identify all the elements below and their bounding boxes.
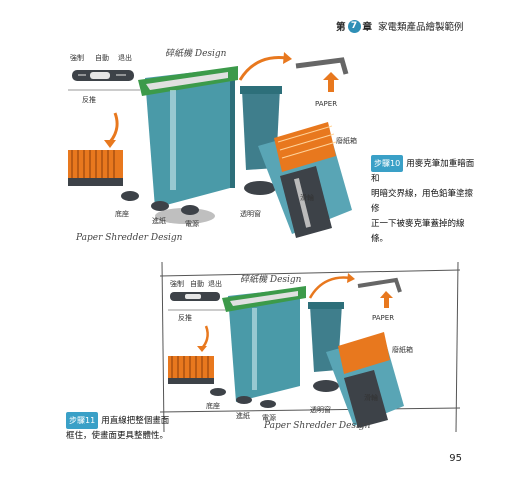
chapter-header: 第 7 章 家電類產品繪製範例: [336, 19, 464, 33]
sk2-label-window: 透明窗: [310, 405, 331, 414]
sk1-label-open: 強制: [70, 53, 84, 62]
chapter-number: 7: [347, 19, 361, 33]
sk2-header-script: 碎紙機 Design: [240, 274, 302, 285]
sk1-label-rev: 退出: [118, 53, 132, 62]
sketch-1: 強制 自動 退出 反推 碎紙機 Design 底座 進紙 電源 透明窗 PAPE…: [60, 38, 460, 248]
sk1-label-wheel: 滑輪: [300, 193, 314, 202]
sk2-label-base2: 進紙: [236, 411, 250, 420]
step10-badge: 步驟10: [371, 155, 404, 172]
sk1-title: Paper Shredder Design: [75, 233, 183, 243]
sk1-shredder-body: [145, 68, 230, 208]
chapter-prefix: 第: [336, 22, 346, 33]
sk2-base-button-2: [236, 396, 252, 404]
sk2-cutter-blades: [168, 356, 214, 378]
sk2-base-button-1: [210, 388, 226, 396]
sk2-shredder-body: [228, 288, 300, 402]
sk1-label-paper: PAPER: [315, 100, 337, 108]
chapter-suffix: 章: [362, 22, 373, 33]
step11-badge: 步驟11: [66, 412, 99, 429]
page-number: 95: [449, 453, 462, 464]
sk2-label-open: 強制: [170, 279, 184, 288]
sk2-label-base3: 電源: [262, 413, 276, 422]
sk2-base-button-3: [260, 400, 276, 408]
sk1-label-base1: 底座: [115, 209, 129, 218]
step10-line3: 正一下被麥克筆蓋掉的線條。: [371, 219, 465, 244]
sk1-base-button-1: [121, 191, 139, 201]
sk1-base-button-2: [151, 201, 169, 211]
sk1-label-side: 反推: [82, 95, 96, 104]
shredder-sketch-1-drawing: 強制 自動 退出 反推 碎紙機 Design 底座 進紙 電源 透明窗 PAPE…: [68, 48, 357, 243]
sk2-title: Paper Shredder Design: [263, 421, 371, 431]
sk1-label-window: 透明窗: [240, 209, 261, 218]
sk1-label-base2: 進紙: [152, 216, 166, 225]
step10-line2: 明暗交界線，用色鉛筆塗擦修: [371, 189, 474, 214]
sk1-header-script: 碎紙機 Design: [165, 48, 227, 59]
step11-line2: 框住，使畫面更具整體性。: [66, 431, 169, 441]
chapter-title: 家電類產品繪製範例: [378, 22, 464, 33]
sk2-label-mid: 自動: [190, 279, 204, 288]
sk1-base-button-3: [181, 205, 199, 215]
sk2-label-paper: PAPER: [372, 314, 394, 322]
sk2-label-base1: 底座: [206, 401, 220, 410]
sk1-label-bin: 廢紙箱: [336, 136, 357, 145]
sk1-label-base3: 電源: [185, 219, 199, 228]
sketch-2: 強制 自動 退出 反推 碎紙機 Design 底座 進紙 電源 透明窗 PAPE…: [160, 262, 460, 432]
sk2-label-wheel: 滑輪: [364, 393, 378, 402]
sk2-label-side: 反推: [178, 313, 192, 322]
sk1-label-mid: 自動: [95, 53, 109, 62]
shredder-sketch-2-drawing: 強制 自動 退出 反推 碎紙機 Design 底座 進紙 電源 透明窗 PAPE…: [160, 262, 460, 432]
sk2-label-bin: 廢紙箱: [392, 345, 413, 354]
sk2-label-rev: 退出: [208, 279, 222, 288]
